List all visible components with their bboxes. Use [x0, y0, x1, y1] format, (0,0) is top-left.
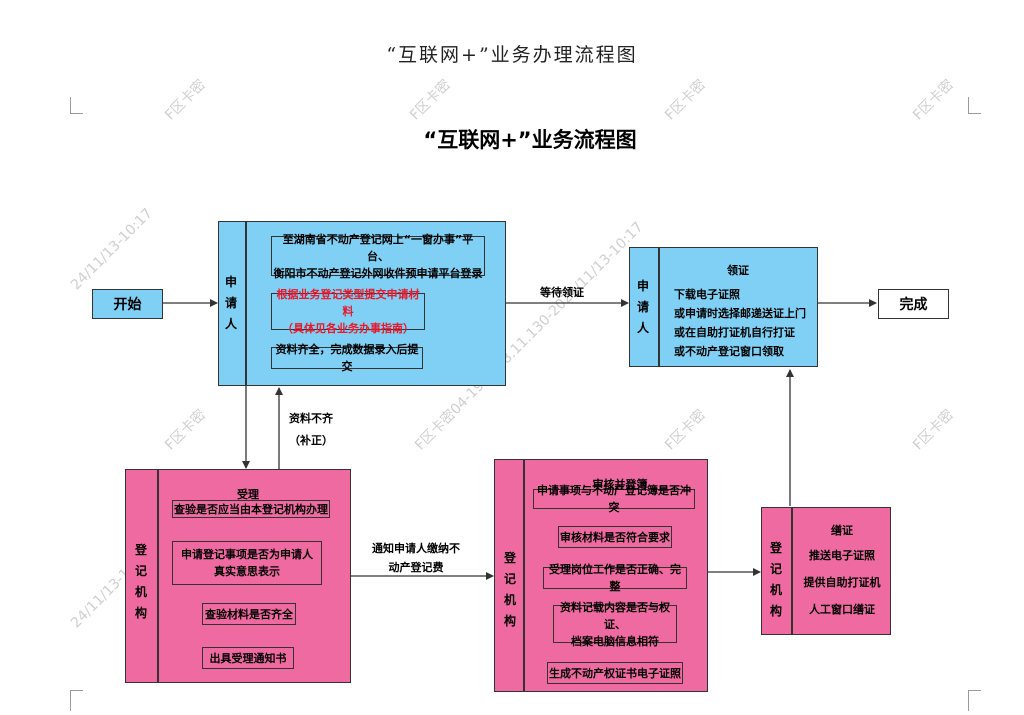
- login-platform-step: 至湖南省不动产登记网上“一窗办事”平台、 衡阳市不动产登记外网收件预申请平台登录: [271, 233, 485, 280]
- acceptance-heading: 受理: [237, 488, 259, 501]
- corner-mark-top-right: [968, 97, 981, 114]
- issue-option: 人工窗口缮证: [809, 603, 875, 616]
- submit-materials-step: 根据业务登记类型提交申请材料 （具体见各业务办事指南）: [271, 288, 425, 335]
- acceptance-side-label: 登记机构: [134, 543, 147, 620]
- review-heading: 审核并登簿: [592, 478, 648, 491]
- issue-receipt-step: 出具受理通知书: [202, 647, 294, 669]
- check-true-intent-step: 申请登记事项是否为申请人 真实意思表示: [172, 541, 322, 585]
- label-incomplete: 资料不齐: [289, 412, 333, 425]
- collect-side-label: 申请人: [636, 279, 649, 335]
- label-supplement: （补正）: [289, 434, 333, 447]
- issue-heading: 缮证: [831, 524, 853, 537]
- label-wait-collect: 等待领证: [540, 286, 584, 299]
- document-title: “互联网+”业务办理流程图: [386, 44, 638, 66]
- corner-mark-top-left: [70, 97, 83, 114]
- collect-option: 或申请时选择邮递送证上门: [674, 307, 806, 320]
- chart-title: “互联网+”业务流程图: [423, 128, 637, 152]
- accuracy-check-step: 受理岗位工作是否正确、完整: [543, 563, 687, 593]
- corner-mark-bottom-left: [70, 690, 83, 711]
- applicant-submit-box: 申请人 至湖南省不动产登记网上“一窗办事”平台、 衡阳市不动产登记外网收件预申请…: [218, 221, 506, 386]
- corner-mark-bottom-right: [968, 690, 981, 711]
- collect-option: 或不动产登记窗口领取: [674, 345, 784, 358]
- complete-data-entry-step: 资料齐全，完成数据录入后提交: [271, 343, 423, 373]
- applicant-side-label: 申请人: [224, 275, 237, 331]
- start-node: 开始: [92, 289, 163, 319]
- acceptance-box: 登记机构 受理 查验是否应当由本登记机构办理 申请登记事项是否为申请人 真实意思…: [125, 469, 351, 683]
- label-notify-fee: 通知申请人缴纳不 动产登记费: [372, 542, 460, 574]
- issue-option: 推送电子证照: [809, 549, 875, 562]
- review-register-box: 登记机构 审核并登簿 申请事项与不动产登记簿是否冲突 审核材料是否符合要求 受理…: [494, 459, 708, 692]
- issue-option: 提供自助打证机: [803, 576, 881, 589]
- end-node: 完成: [878, 289, 949, 319]
- check-materials-step: 查验材料是否齐全: [202, 603, 296, 625]
- collect-heading: 领证: [727, 264, 749, 277]
- issue-certificate-box: 登记机构 缮证 推送电子证照 提供自助打证机 人工窗口缮证: [761, 507, 891, 635]
- issue-side-label: 登记机构: [769, 541, 782, 618]
- material-review-step: 审核材料是否符合要求: [558, 526, 672, 548]
- generate-certificate-step: 生成不动产权证书电子证照: [547, 662, 683, 684]
- check-jurisdiction-step: 查验是否应当由本登记机构办理: [172, 500, 330, 518]
- conflict-check-step: 申请事项与不动产登记簿是否冲突: [533, 484, 695, 514]
- collect-option: 或在自助打证机自行打证: [674, 326, 795, 339]
- record-consistency-step: 资料记载内容是否与权证、 档案电脑信息相符: [553, 601, 677, 648]
- review-side-label: 登记机构: [503, 551, 516, 628]
- collect-certificate-box: 申请人 领证 下载电子证照 或申请时选择邮递送证上门 或在自助打证机自行打证 或…: [629, 247, 818, 367]
- collect-option: 下载电子证照: [674, 288, 740, 301]
